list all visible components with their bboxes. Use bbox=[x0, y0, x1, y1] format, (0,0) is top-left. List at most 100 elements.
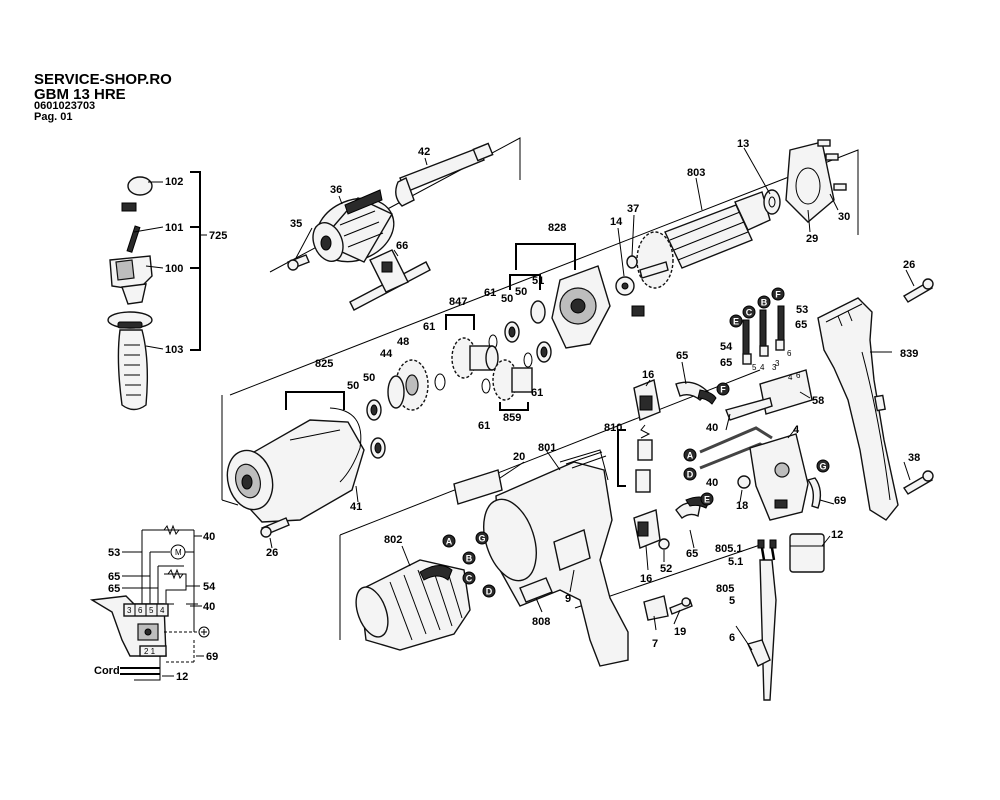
part-label: 5.1 bbox=[728, 556, 743, 568]
part-label: 37 bbox=[627, 203, 639, 215]
part-label: 50 bbox=[515, 286, 527, 298]
svg-text:E: E bbox=[704, 495, 710, 505]
part-label: 6 bbox=[729, 632, 735, 644]
svg-text:M: M bbox=[175, 548, 182, 557]
part-label: 42 bbox=[418, 146, 430, 158]
terminal-label: 6 bbox=[796, 371, 801, 380]
part-label: 65 bbox=[720, 357, 732, 369]
part-label: 101 bbox=[165, 222, 183, 234]
connector-c-2: C bbox=[742, 305, 756, 319]
part-label: 26 bbox=[903, 259, 915, 271]
part-label: 48 bbox=[397, 336, 409, 348]
svg-text:D: D bbox=[486, 587, 493, 597]
side-handle-assembly bbox=[107, 171, 207, 411]
part-label: 36 bbox=[330, 184, 342, 196]
terminal-label: 3 bbox=[775, 359, 780, 368]
part-label: 7 bbox=[652, 638, 658, 650]
part-label: 69 bbox=[834, 495, 846, 507]
terminal-label: 4 bbox=[788, 373, 793, 382]
part-label: 802 bbox=[384, 534, 402, 546]
svg-text:2 1: 2 1 bbox=[144, 647, 156, 656]
part-label: 38 bbox=[908, 452, 920, 464]
connector-d-2: D bbox=[683, 467, 697, 481]
page-number: Pag. 01 bbox=[34, 111, 73, 123]
part-label: 16 bbox=[640, 573, 652, 585]
svg-text:F: F bbox=[775, 290, 781, 300]
svg-text:C: C bbox=[746, 308, 753, 318]
part-label: 29 bbox=[806, 233, 818, 245]
motor-housing bbox=[355, 449, 629, 667]
part-label: 828 bbox=[548, 222, 566, 234]
part-label: 40 bbox=[706, 422, 718, 434]
part-label: 61 bbox=[531, 387, 543, 399]
part-label: 19 bbox=[674, 626, 686, 638]
svg-text:54: 54 bbox=[203, 581, 216, 593]
svg-text:B: B bbox=[466, 554, 473, 564]
leader-lines bbox=[269, 147, 915, 651]
part-label: 5 bbox=[729, 595, 735, 607]
part-label: 50 bbox=[501, 293, 513, 305]
part-label: 61 bbox=[484, 287, 496, 299]
svg-text:A: A bbox=[687, 451, 694, 461]
brush-holders bbox=[617, 379, 717, 621]
connector-b-2: B bbox=[757, 295, 771, 309]
connector-a-1: A bbox=[442, 534, 456, 548]
part-label: 14 bbox=[610, 216, 623, 228]
part-label: 41 bbox=[350, 501, 362, 513]
model-title: GBM 13 HRE bbox=[34, 86, 126, 103]
rear-handle bbox=[817, 278, 934, 521]
svg-text:12: 12 bbox=[176, 671, 188, 683]
part-label: 50 bbox=[363, 372, 375, 384]
svg-text:69: 69 bbox=[206, 651, 218, 663]
connector-f-2: F bbox=[716, 382, 730, 396]
part-label: 803 bbox=[687, 167, 705, 179]
gear-assembly bbox=[285, 243, 611, 459]
svg-text:Cord: Cord bbox=[94, 665, 120, 677]
part-label: 58 bbox=[812, 395, 824, 407]
part-label: 66 bbox=[396, 240, 408, 252]
svg-text:G: G bbox=[478, 534, 485, 544]
connector-b-1: B bbox=[462, 551, 476, 565]
svg-text:40: 40 bbox=[203, 531, 215, 543]
part-label: 102 bbox=[165, 176, 183, 188]
gearbox-housing bbox=[226, 407, 365, 538]
part-label: 54 bbox=[720, 341, 733, 353]
part-label: 103 bbox=[165, 344, 183, 356]
connector-g-2: G bbox=[816, 459, 830, 473]
part-label: 805 bbox=[716, 583, 734, 595]
part-label: 30 bbox=[838, 211, 850, 223]
connector-d-1: D bbox=[482, 584, 496, 598]
part-label: 26 bbox=[266, 547, 278, 559]
svg-text:B: B bbox=[761, 298, 768, 308]
connector-e-2: E bbox=[700, 492, 714, 506]
part-label: 44 bbox=[380, 348, 393, 360]
part-label: 801 bbox=[538, 442, 556, 454]
part-label: 859 bbox=[503, 412, 521, 424]
svg-text:65: 65 bbox=[108, 571, 120, 583]
part-label: 13 bbox=[737, 138, 749, 150]
svg-text:65: 65 bbox=[108, 583, 120, 595]
svg-text:5: 5 bbox=[149, 606, 154, 615]
part-label: 825 bbox=[315, 358, 333, 370]
part-label: 61 bbox=[478, 420, 490, 432]
terminal-label: 3 bbox=[772, 363, 777, 372]
part-label: 40 bbox=[706, 477, 718, 489]
part-label: 51 bbox=[532, 275, 544, 287]
connector-a-2: A bbox=[683, 448, 697, 462]
part-label: 810 bbox=[604, 422, 622, 434]
switch-assembly bbox=[699, 305, 825, 701]
armature bbox=[615, 139, 847, 317]
part-label: 839 bbox=[900, 348, 918, 360]
terminal-label: 6 bbox=[787, 349, 792, 358]
part-label: 35 bbox=[290, 218, 302, 230]
connector-c-1: C bbox=[462, 571, 476, 585]
part-label: 65 bbox=[676, 350, 688, 362]
connector-f-1: F bbox=[771, 287, 785, 301]
connector-markers: A G B C D E C B F F A D G E bbox=[442, 287, 830, 598]
part-label: 4 bbox=[793, 424, 800, 436]
connector-e-1: E bbox=[729, 314, 743, 328]
part-label: 9 bbox=[565, 593, 571, 605]
part-label: 100 bbox=[165, 263, 183, 275]
